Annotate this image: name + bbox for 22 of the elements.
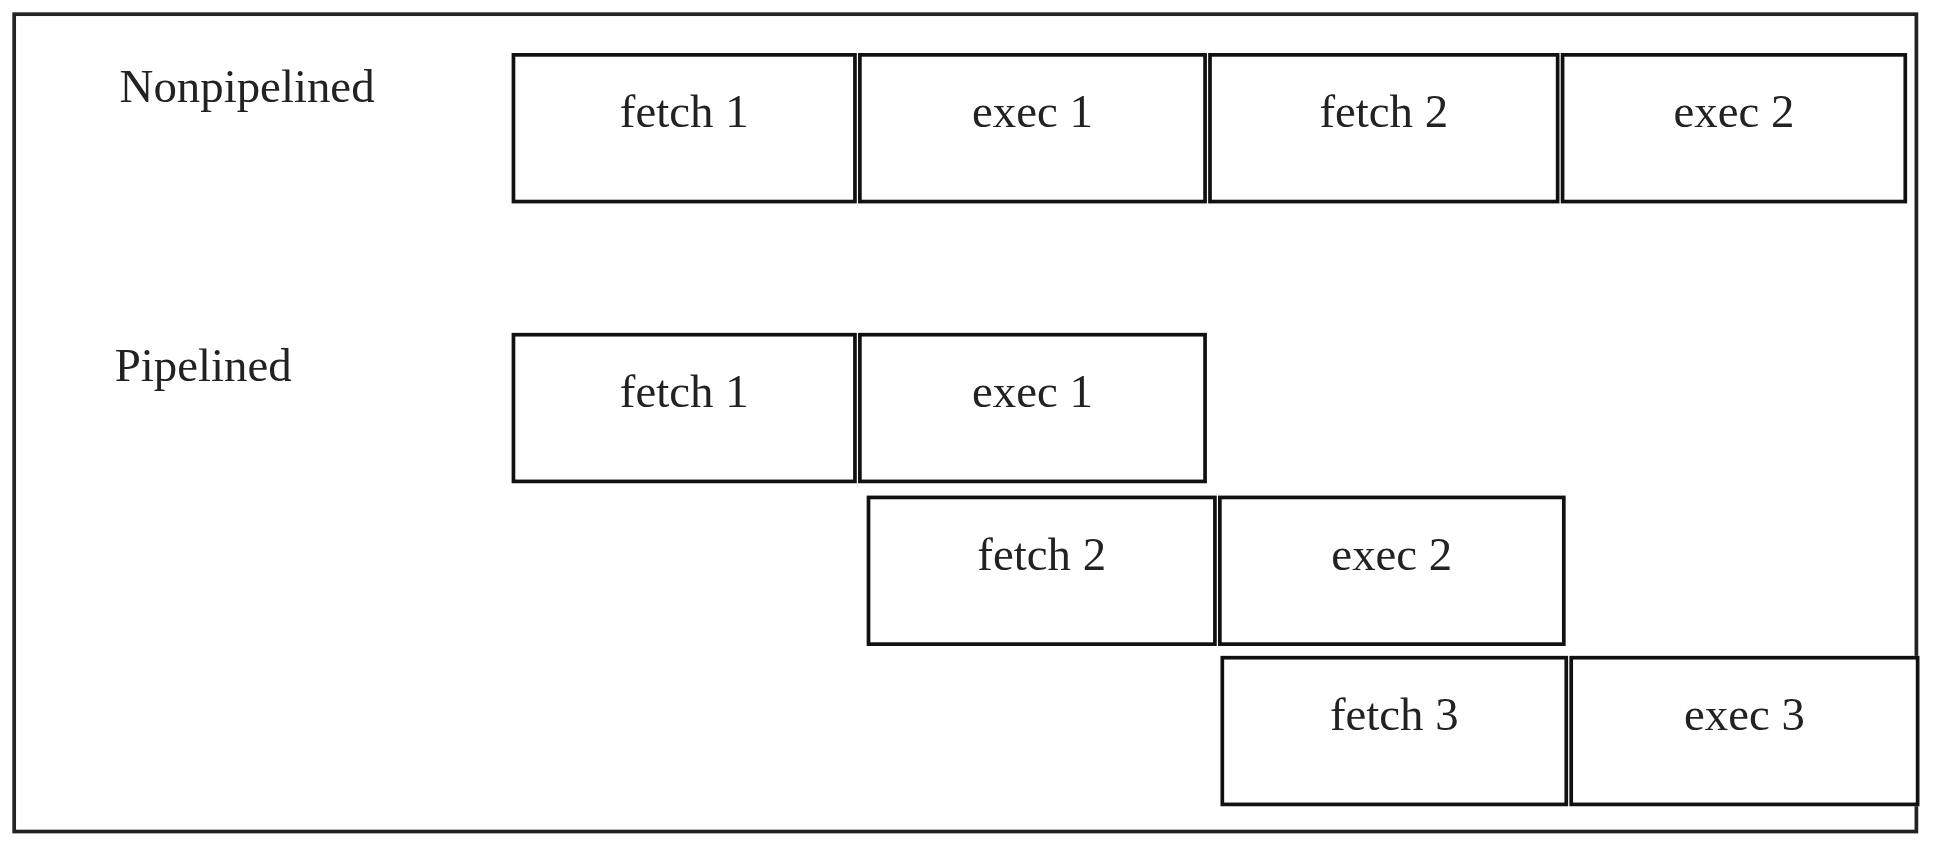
stage-box — [1220, 655, 1569, 807]
stage-text: exec 2 — [1331, 526, 1453, 581]
stage-box — [511, 332, 857, 484]
stage-box — [1218, 495, 1566, 646]
stage-box — [511, 53, 857, 204]
row-label: Nonpipelined — [119, 59, 375, 114]
stage-box — [858, 332, 1207, 484]
stage-text: fetch 2 — [977, 526, 1107, 581]
stage-text: fetch 3 — [1329, 686, 1459, 741]
stage-box — [1560, 53, 1908, 204]
stage-box — [858, 53, 1207, 204]
stage-box — [1569, 655, 1920, 807]
stage-box — [1208, 53, 1560, 204]
stage-box — [866, 495, 1217, 646]
stage-text: fetch 1 — [619, 363, 749, 418]
stage-text: fetch 2 — [1319, 84, 1449, 139]
stage-text: exec 1 — [972, 84, 1093, 139]
stage-text: exec 2 — [1673, 84, 1795, 139]
row-label: Pipelined — [114, 338, 292, 393]
stage-text: exec 3 — [1683, 686, 1805, 741]
stage-text: exec 1 — [972, 363, 1093, 418]
stage-text: fetch 1 — [619, 84, 749, 139]
